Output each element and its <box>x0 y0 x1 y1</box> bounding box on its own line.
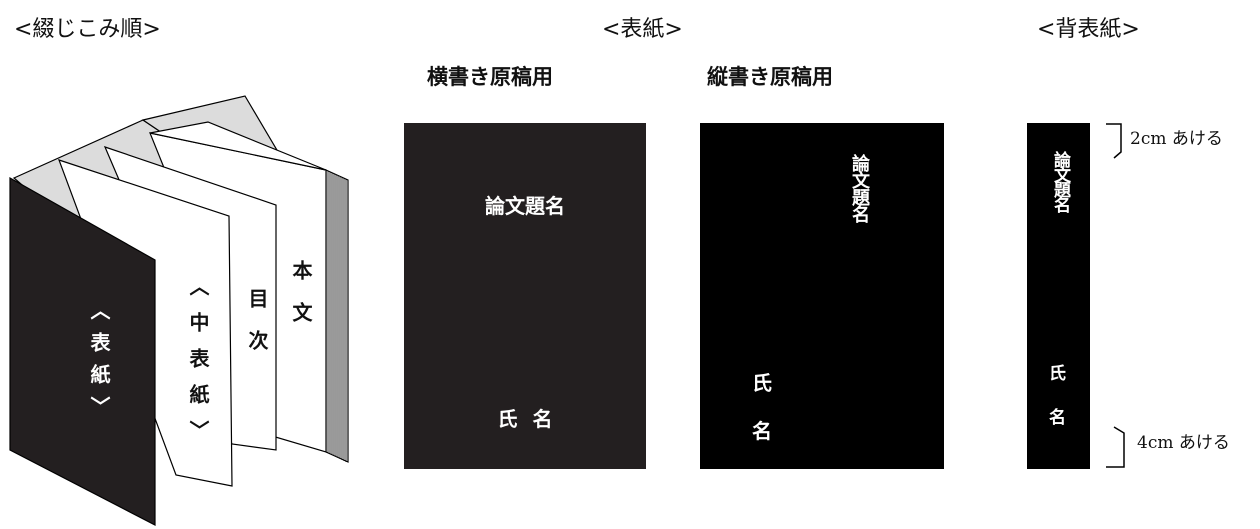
inner-cover-label: ︿中表紙﹀ <box>186 276 210 456</box>
page-stack-edge <box>325 169 349 463</box>
body-label: 本文 <box>289 260 313 344</box>
cover-heading: <表紙> <box>602 17 683 42</box>
spine-heading: <背表紙> <box>1037 17 1140 42</box>
spine-name-1: 氏 <box>1049 364 1066 384</box>
toc-label: 目次 <box>245 288 269 372</box>
spine: 論文題名 氏 名 <box>1027 123 1090 469</box>
binding-order-illustration <box>9 95 349 526</box>
vertical-manuscript-label: 縦書き原稿用 <box>707 65 833 89</box>
vertical-cover-name-1: 氏 <box>752 371 772 395</box>
body-page-top <box>149 121 327 171</box>
vertical-cover: 論文題名 氏 名 <box>700 123 944 469</box>
binding-order-heading: <綴じこみ順> <box>14 17 161 42</box>
front-cover-label: ︿表紙﹀ <box>87 300 111 428</box>
spine-name-2: 名 <box>1049 408 1066 428</box>
horizontal-cover: 論文題名 氏 名 <box>404 123 646 469</box>
horizontal-cover-title: 論文題名 <box>485 194 565 218</box>
vertical-cover-name-2: 名 <box>752 419 772 443</box>
horizontal-cover-name: 氏 名 <box>497 407 553 431</box>
spine-title: 論文題名 <box>1050 151 1070 211</box>
horizontal-manuscript-label: 横書き原稿用 <box>427 65 553 89</box>
vertical-cover-title: 論文題名 <box>849 154 870 222</box>
front-cover <box>9 176 156 526</box>
top-margin-bracket <box>1106 123 1122 159</box>
bottom-margin-note: 4cm あける <box>1137 433 1230 453</box>
bottom-margin-bracket <box>1106 426 1125 468</box>
top-margin-note: 2cm あける <box>1130 129 1223 149</box>
